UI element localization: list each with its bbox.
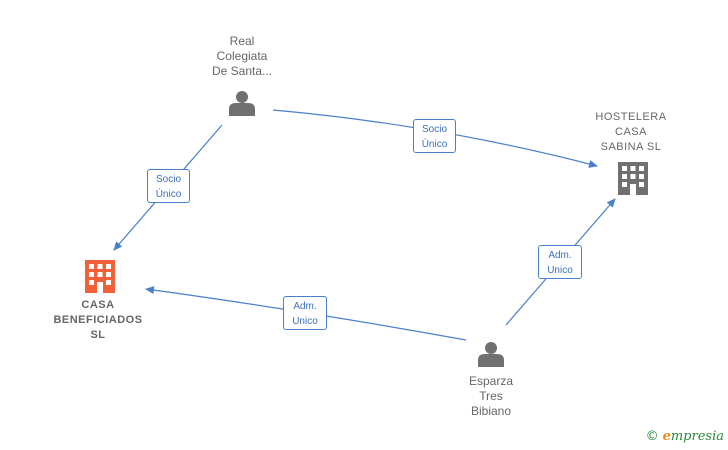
building-icon[interactable] <box>85 260 115 293</box>
edge-label-adm-unico[interactable]: Adm. Unico <box>283 296 327 330</box>
node-label-casa-beneficiados[interactable]: CASA BENEFICIADOS SL <box>53 299 143 341</box>
brand-name: mpresia <box>670 429 724 444</box>
node-label-hostelera[interactable]: HOSTELERA CASA SABINA SL <box>595 111 667 153</box>
edge-label-line2: Unico <box>547 265 573 276</box>
edge-label-socio-unico[interactable]: Socio Único <box>147 169 190 203</box>
empresia-logo[interactable]: ©empresia <box>646 429 724 444</box>
edge-label-line2: Unico <box>292 316 318 327</box>
copyright-symbol: © <box>645 429 659 444</box>
building-icon[interactable] <box>618 162 648 195</box>
edge-label-line1: Socio <box>155 174 181 185</box>
edge-label-line2: Único <box>421 139 448 150</box>
brand-initial: e <box>662 429 671 444</box>
edge-label-line1: Adm. <box>548 250 572 261</box>
person-icon[interactable] <box>478 342 504 367</box>
edge-label-adm-unico[interactable]: Adm. Unico <box>538 245 582 279</box>
node-label-esparza[interactable]: Esparza Tres Bibiano <box>468 374 514 418</box>
edge-label-line1: Adm. <box>293 301 317 312</box>
edge-label-socio-unico[interactable]: Socio Único <box>413 119 456 153</box>
node-label-real-colegiata[interactable]: Real Colegiata De Santa... <box>211 34 273 78</box>
person-icon[interactable] <box>229 91 255 116</box>
edge-label-line2: Único <box>155 189 182 200</box>
edge-label-line1: Socio <box>421 124 447 135</box>
